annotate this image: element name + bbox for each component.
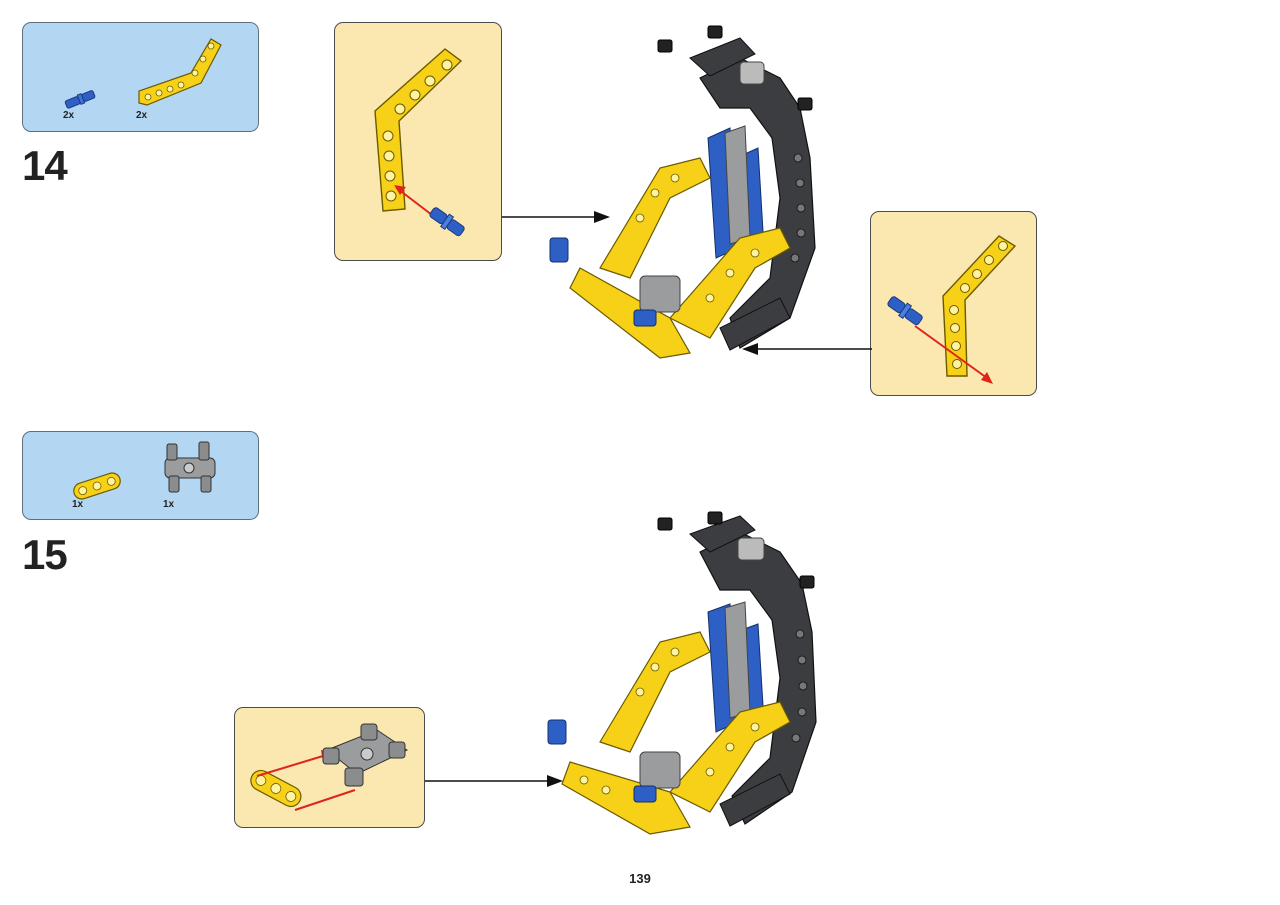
- step-14-part-2-qty: 2x: [136, 110, 148, 121]
- callout-arrow-right-icon: [742, 343, 872, 355]
- step-14-callout-right: [870, 211, 1037, 396]
- step-15-callout: [234, 707, 425, 828]
- blue-pin-icon: [64, 90, 96, 109]
- step-15-part-2-qty: 1x: [163, 499, 175, 510]
- callout-arrow-step-15-icon: [425, 775, 563, 787]
- yellow-bent-beam-icon: [374, 48, 463, 212]
- page-number: 139: [629, 871, 651, 886]
- callout-arrow-left-icon: [502, 211, 610, 223]
- red-insert-arrow-icon: [914, 325, 993, 384]
- step-15-parts-list: 1x 1x: [22, 431, 259, 520]
- step-14-parts-list: 2x 2x: [22, 22, 259, 132]
- step-14-number: 14: [22, 142, 68, 189]
- red-insert-arrow-icon: [394, 185, 433, 216]
- yellow-bent-beam-icon: [942, 235, 1017, 377]
- yellow-bent-beam-icon: [138, 38, 222, 106]
- gray-connector-icon: [164, 441, 216, 493]
- step-14-model-illustration: [549, 25, 816, 359]
- step-14-callout-left: [334, 22, 502, 261]
- step-15-number: 15: [22, 531, 68, 578]
- blue-pin-icon: [887, 296, 923, 326]
- blue-pin-icon: [429, 207, 465, 237]
- step-14-part-1-qty: 2x: [63, 110, 75, 121]
- yellow-beam-icon: [73, 472, 121, 500]
- step-15-model-illustration: [547, 511, 817, 835]
- yellow-beam-icon: [250, 769, 302, 808]
- step-15-part-1-qty: 1x: [72, 499, 84, 510]
- gray-connector-icon: [322, 723, 409, 787]
